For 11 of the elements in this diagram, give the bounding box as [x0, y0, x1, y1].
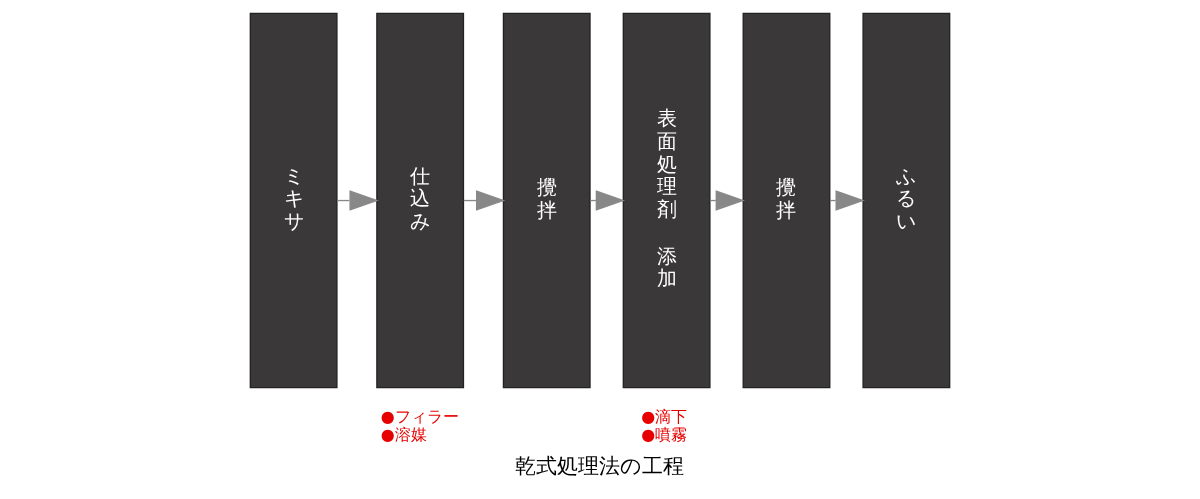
- node-label: ●フィラー: [380, 407, 459, 427]
- node-box: 攪拌: [502, 12, 591, 389]
- node-label: ●溶媒: [380, 424, 427, 444]
- caption: 乾式処理法の工程: [515, 453, 685, 479]
- node-box: 仕込み: [376, 12, 465, 389]
- node-label: ●滴下: [641, 407, 688, 427]
- node-box: 表面処理剤 添加: [622, 12, 711, 389]
- node-box: ミキサ: [249, 12, 338, 389]
- node-box: 攪拌: [742, 12, 831, 389]
- node-box: ふるい: [862, 12, 951, 389]
- node-label: ●噴霧: [641, 424, 688, 444]
